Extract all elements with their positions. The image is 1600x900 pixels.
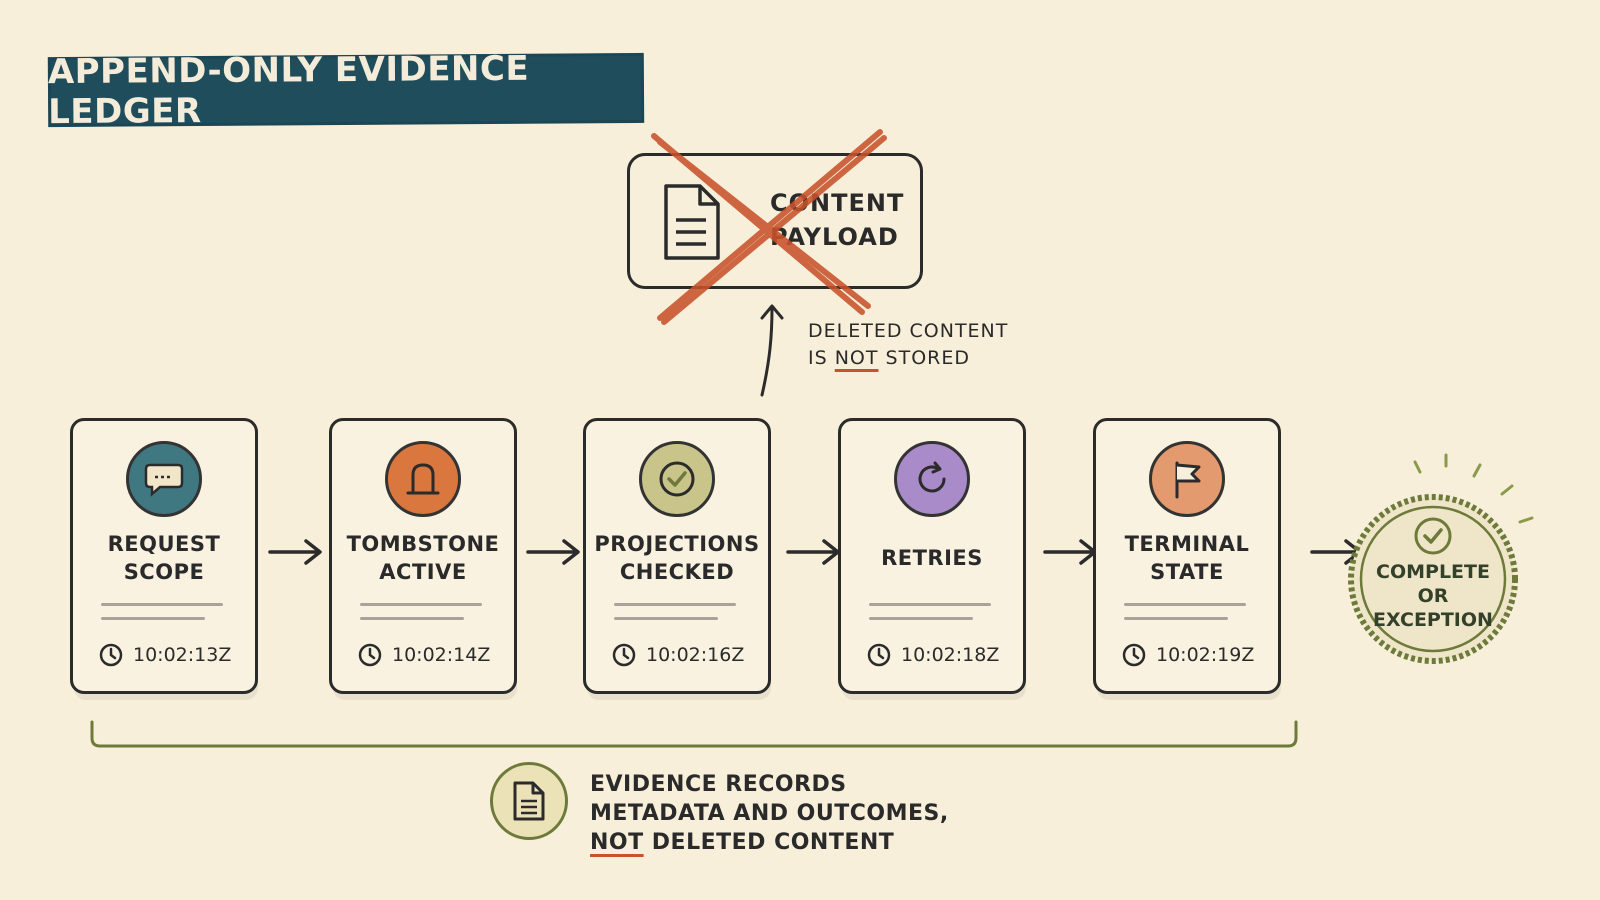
payload-label: CONTENT PAYLOAD [770,189,905,251]
evidence-caption: EVIDENCE RECORDS METADATA AND OUTCOMES, … [590,772,949,855]
outcome-badge [1348,494,1518,664]
shine-mark [1518,516,1534,524]
placeholder-line [101,603,223,606]
document-icon [490,762,568,840]
flag-icon [1149,441,1225,517]
chat-bubble-icon [126,441,202,517]
step-timestamp: 10:02:14Z [358,643,490,667]
arrow-2-3 [526,539,580,565]
step-label: TERMINAL STATE [1124,532,1250,584]
placeholder-line [869,603,991,606]
arrow-to-payload [760,306,774,397]
step-card-request-scope: REQUEST SCOPE 10:02:13Z [70,418,258,694]
placeholder-line [360,603,482,606]
arrow-to-payload-head [760,304,784,320]
step-timestamp: 10:02:13Z [99,643,231,667]
placeholder-line [869,617,973,620]
deleted-content-note: DELETED CONTENT IS NOT STORED [808,320,1009,369]
check-badge-icon [1414,517,1452,555]
step-label: PROJECTIONS CHECKED [594,532,760,584]
step-label: TOMBSTONE ACTIVE [346,532,500,584]
clock-icon [867,643,891,667]
clock-icon [612,643,636,667]
shine-mark [1472,463,1482,478]
clock-icon [1122,643,1146,667]
placeholder-line [101,617,205,620]
outcome-label: COMPLETE OR EXCEPTION [1373,561,1493,631]
step-card-tombstone-active: TOMBSTONE ACTIVE 10:02:14Z [329,418,517,694]
placeholder-line [614,617,718,620]
clock-icon [358,643,382,667]
clock-icon [99,643,123,667]
tombstone-icon [385,441,461,517]
placeholder-line [360,617,464,620]
shine-mark [1413,460,1422,474]
document-icon [664,184,720,260]
step-timestamp: 10:02:16Z [612,643,744,667]
not-emphasis: NOT [834,347,879,369]
shine-mark [1500,484,1514,496]
content-payload-box: CONTENT PAYLOAD [627,153,923,289]
step-card-retries: RETRIES 10:02:18Z [838,418,1026,694]
retry-icon [894,441,970,517]
arrow-1-2 [268,539,322,565]
step-timestamp: 10:02:18Z [867,643,999,667]
placeholder-line [1124,617,1228,620]
step-label: RETRIES [881,546,983,570]
step-card-terminal-state: TERMINAL STATE 10:02:19Z [1093,418,1281,694]
step-timestamp: 10:02:19Z [1122,643,1254,667]
step-card-projections-checked: PROJECTIONS CHECKED 10:02:16Z [583,418,771,694]
bracket [90,720,1298,748]
placeholder-line [614,603,736,606]
placeholder-line [1124,603,1246,606]
step-label: REQUEST SCOPE [107,532,221,584]
not-emphasis: NOT [590,830,644,855]
check-circle-icon [639,441,715,517]
